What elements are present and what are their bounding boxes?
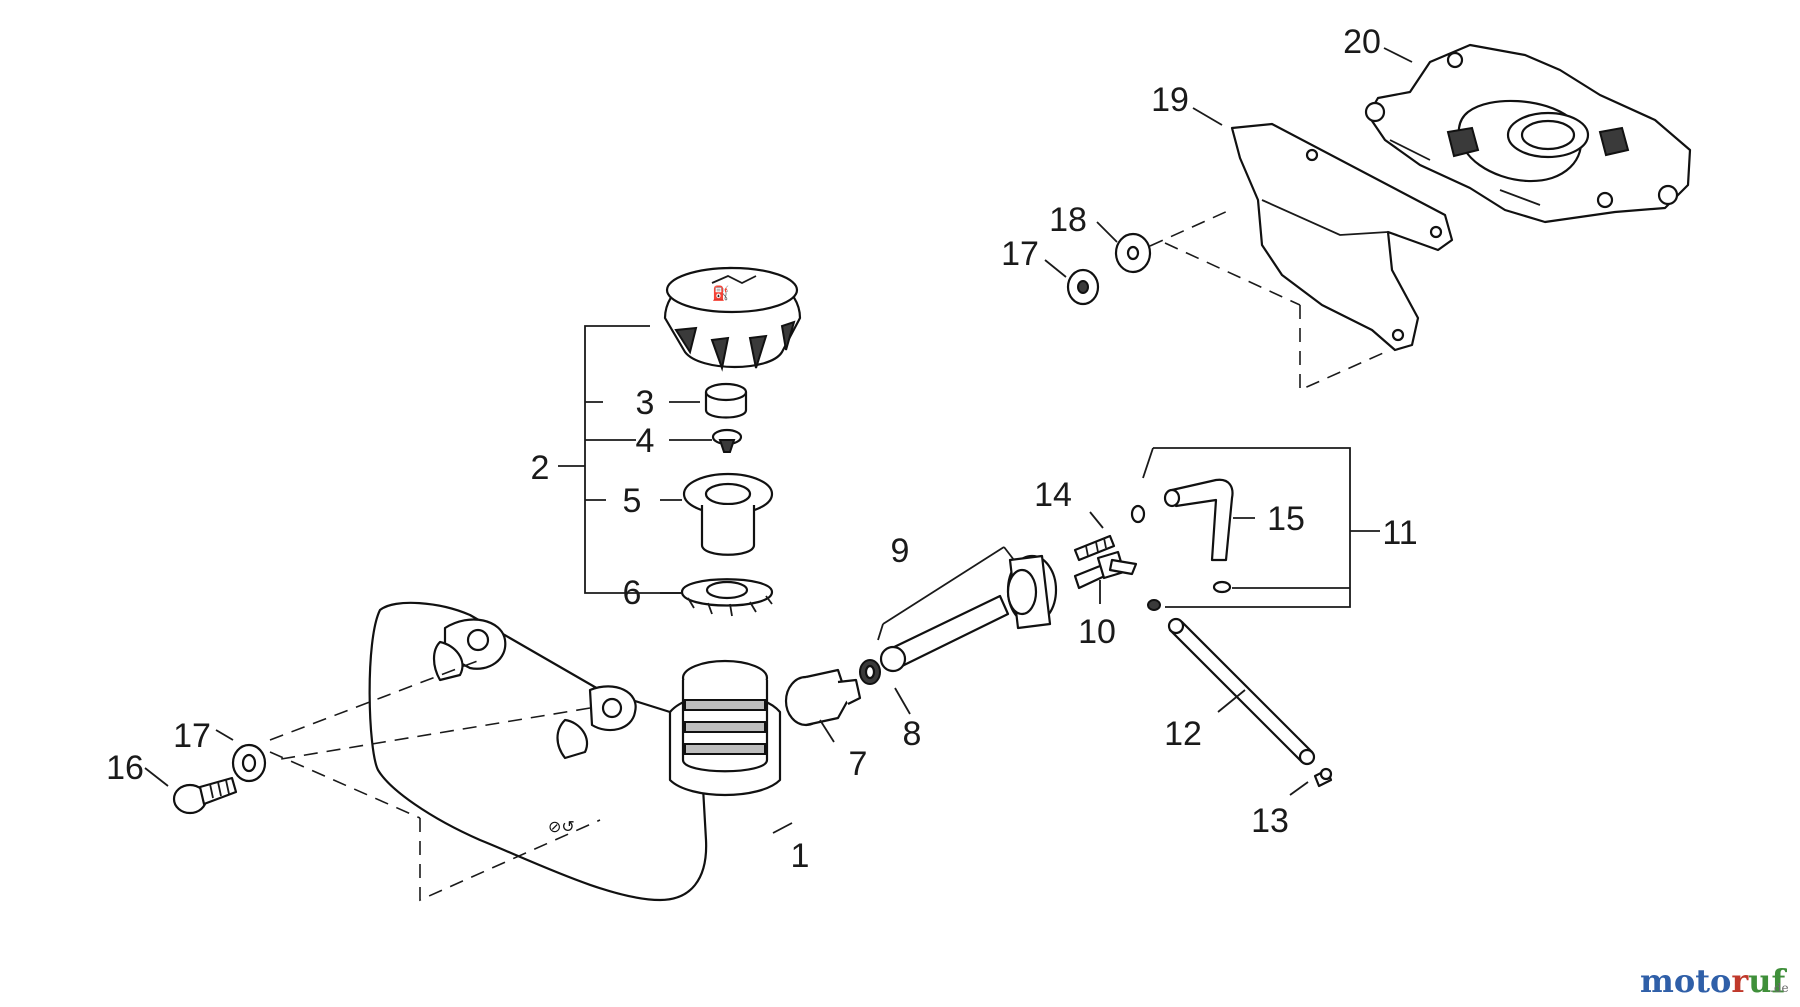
label-11: 11 <box>1382 514 1417 552</box>
part-15-bent-hose[interactable] <box>1163 478 1234 562</box>
part-20-crankcase[interactable] <box>1364 43 1692 224</box>
part-6-cap-ring[interactable] <box>680 578 774 617</box>
label-2: 2 <box>531 449 550 487</box>
part-5-cap-retainer[interactable] <box>682 472 774 556</box>
watermark-r: r <box>1731 962 1749 1000</box>
watermark-domain: .de <box>1770 981 1789 995</box>
part-13-screw[interactable] <box>1313 767 1333 788</box>
svg-text:⊘↺: ⊘↺ <box>548 819 575 836</box>
label-7: 7 <box>849 745 868 783</box>
label-12: 12 <box>1164 715 1202 753</box>
part-2-fuel-cap[interactable]: ⛽ <box>663 266 802 372</box>
part-19-shield-plate[interactable] <box>1230 122 1454 352</box>
label-17-upper: 17 <box>1001 235 1039 273</box>
part-3-filter-pad[interactable] <box>704 382 748 419</box>
part-10-t-joint[interactable] <box>1073 550 1138 590</box>
label-17-lower: 17 <box>173 717 211 755</box>
part-2-bracket <box>558 325 682 594</box>
watermark-uf: uf <box>1748 962 1787 1000</box>
label-8: 8 <box>903 715 922 753</box>
label-10: 10 <box>1078 613 1116 651</box>
part-17-washer-upper[interactable] <box>1066 268 1100 306</box>
label-4: 4 <box>636 422 655 460</box>
svg-text:⛽: ⛽ <box>712 285 729 302</box>
label-16: 16 <box>106 749 144 787</box>
part-9-bracket <box>877 546 1015 641</box>
label-6: 6 <box>623 574 642 612</box>
part-14-connector[interactable] <box>1073 534 1116 562</box>
label-13: 13 <box>1251 802 1289 840</box>
part-11-hose-set[interactable] <box>1130 504 1232 611</box>
part-11-bracket <box>1142 447 1380 608</box>
watermark-logo: motoruf .de <box>1640 962 1789 1000</box>
part-8-clip[interactable] <box>859 659 881 685</box>
label-leaders <box>144 47 1413 834</box>
part-9-fuel-hose-assembly[interactable] <box>879 554 1058 673</box>
watermark-moto: moto <box>1640 962 1731 1000</box>
part-12-pipe[interactable] <box>1167 617 1316 766</box>
part-1-fuel-tank[interactable]: ⊘↺ <box>368 601 782 902</box>
part-17-washer-lower[interactable] <box>231 743 267 783</box>
label-5: 5 <box>623 482 642 520</box>
label-14: 14 <box>1034 476 1072 514</box>
assembly-dashed-lines <box>269 209 1391 902</box>
part-18-washer[interactable] <box>1114 232 1152 274</box>
label-15: 15 <box>1267 500 1305 538</box>
svg-text:motoruf: motoruf <box>1640 962 1787 1000</box>
part-4-valve[interactable] <box>711 428 743 453</box>
label-20: 20 <box>1343 23 1381 61</box>
label-19: 19 <box>1151 81 1189 119</box>
label-18: 18 <box>1049 201 1087 239</box>
part-16-bolt[interactable] <box>172 776 238 815</box>
label-3: 3 <box>636 384 655 422</box>
label-9: 9 <box>891 532 910 570</box>
label-1: 1 <box>791 837 810 875</box>
part-7-fuel-filter[interactable] <box>784 668 862 727</box>
